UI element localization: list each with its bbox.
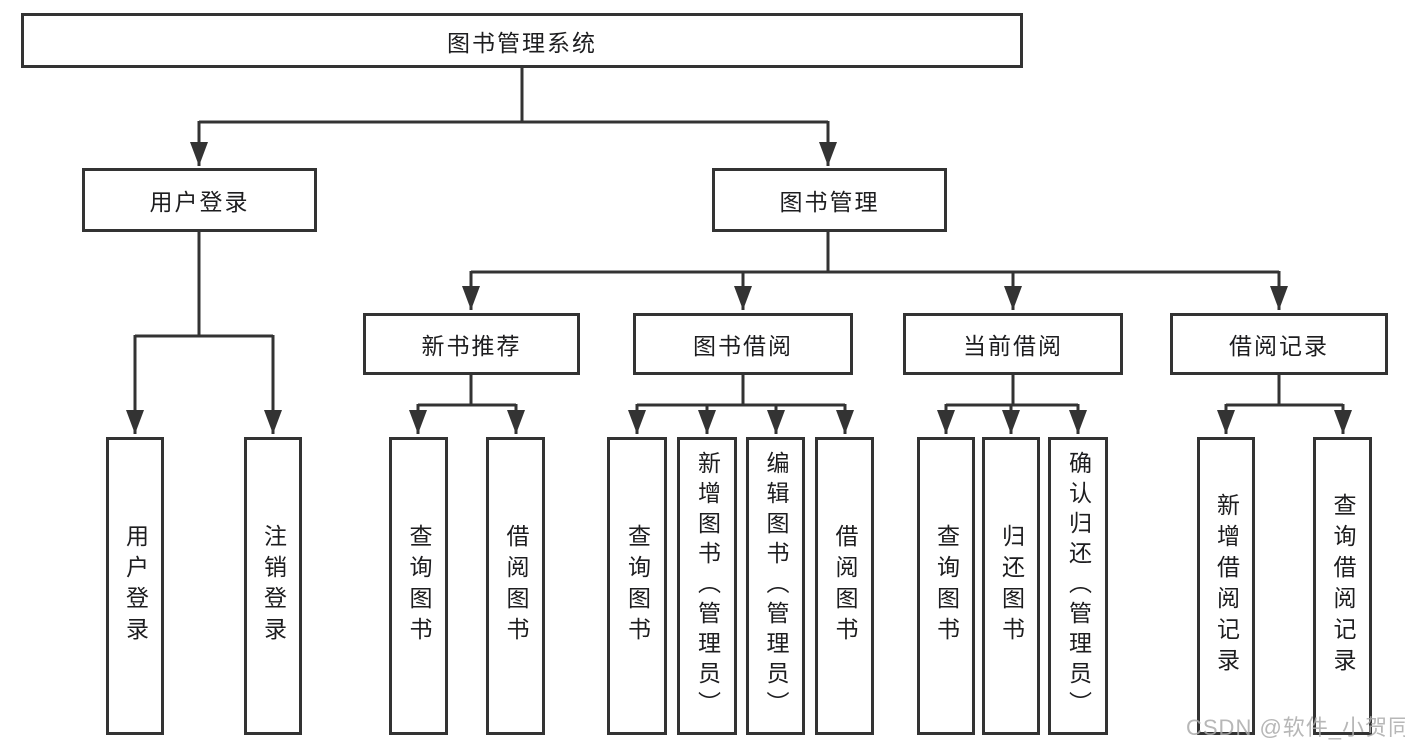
node-new-book-recommend: 新书推荐 [363, 313, 580, 375]
node-user-login: 用户登录 [82, 168, 317, 232]
leaf-cb-return-books-label: 归还图书 [998, 524, 1025, 648]
leaf-br-add-record: 新增借阅记录 [1197, 437, 1255, 735]
watermark-text: CSDN @软件_小贺同学 [1186, 715, 1405, 740]
node-new-book-recommend-label: 新书推荐 [421, 333, 522, 359]
leaf-user-login: 用户登录 [106, 437, 164, 735]
node-book-borrowing-label: 图书借阅 [693, 333, 793, 359]
leaf-nb-query-books-label: 查询图书 [406, 524, 432, 648]
leaf-cb-query-books: 查询图书 [917, 437, 975, 735]
leaf-bb-borrow-books-label: 借阅图书 [832, 524, 858, 648]
node-borrow-records-label: 借阅记录 [1229, 333, 1329, 359]
leaf-bb-query-books-label: 查询图书 [624, 524, 651, 648]
leaf-nb-borrow-books: 借阅图书 [486, 437, 545, 735]
node-book-management-label: 图书管理 [779, 189, 880, 215]
leaf-cb-query-books-label: 查询图书 [933, 524, 960, 648]
leaf-cb-return-books: 归还图书 [982, 437, 1040, 735]
leaf-bb-query-books: 查询图书 [607, 437, 667, 735]
leaf-bb-edit-book-admin: 编辑图书（管理员） [746, 437, 805, 735]
node-root-system-label: 图书管理系统 [447, 29, 597, 56]
leaf-cb-confirm-return-admin: 确认归还（管理员） [1048, 437, 1108, 735]
node-book-management: 图书管理 [712, 168, 947, 232]
leaf-bb-borrow-books: 借阅图书 [815, 437, 874, 735]
leaf-logout-label: 注销登录 [260, 524, 287, 648]
leaf-nb-query-books: 查询图书 [389, 437, 448, 735]
leaf-user-login-label: 用户登录 [122, 524, 149, 648]
leaf-nb-borrow-books-label: 借阅图书 [503, 524, 529, 648]
leaf-bb-edit-book-admin-label: 编辑图书（管理员） [763, 451, 789, 721]
leaf-br-query-record: 查询借阅记录 [1313, 437, 1372, 735]
node-current-borrowing: 当前借阅 [903, 313, 1123, 375]
node-user-login-label: 用户登录 [149, 189, 250, 215]
node-book-borrowing: 图书借阅 [633, 313, 853, 375]
leaf-cb-confirm-return-admin-label: 确认归还（管理员） [1065, 451, 1092, 721]
leaf-bb-add-book-admin-label: 新增图书（管理员） [694, 451, 721, 721]
leaf-bb-add-book-admin: 新增图书（管理员） [677, 437, 737, 735]
node-borrow-records: 借阅记录 [1170, 313, 1388, 375]
leaf-br-query-record-label: 查询借阅记录 [1330, 493, 1356, 679]
node-root-system: 图书管理系统 [21, 13, 1023, 68]
leaf-logout: 注销登录 [244, 437, 302, 735]
leaf-br-add-record-label: 新增借阅记录 [1213, 493, 1240, 679]
node-current-borrowing-label: 当前借阅 [963, 333, 1063, 359]
